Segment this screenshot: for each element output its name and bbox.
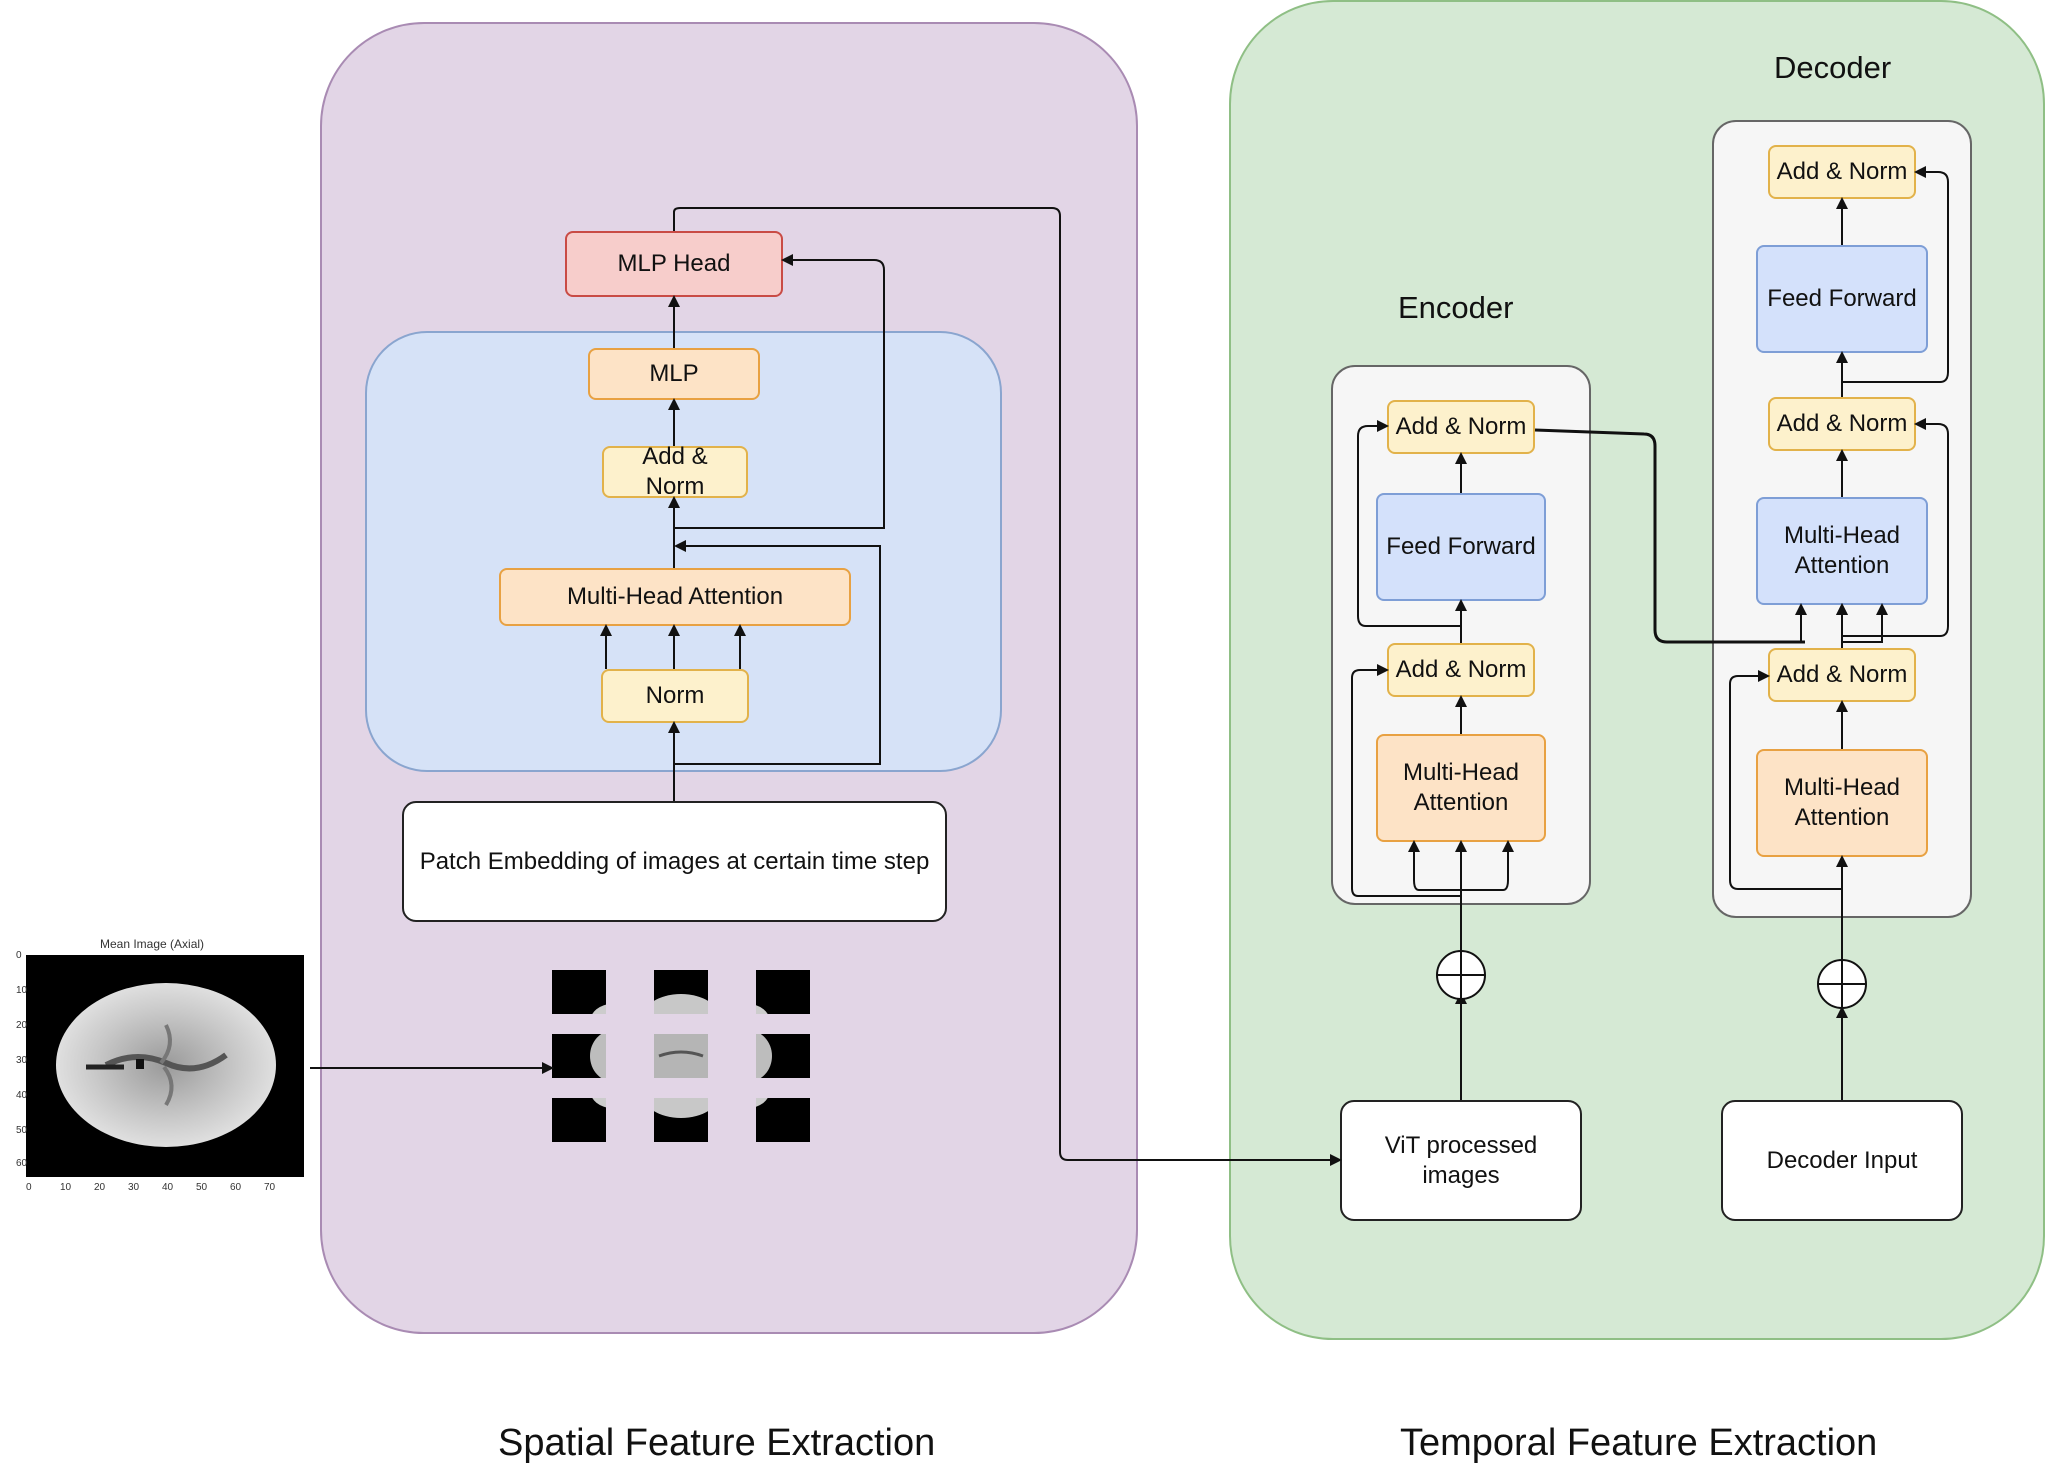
mri-mean-image bbox=[26, 955, 304, 1177]
vit-processed-images-box[interactable]: ViT processed images bbox=[1340, 1100, 1582, 1221]
image-patch bbox=[756, 1098, 810, 1142]
encoder-to-decoder-path bbox=[1534, 428, 1805, 644]
y-tick: 50 bbox=[16, 1125, 28, 1136]
norm-box[interactable]: Norm bbox=[601, 669, 749, 723]
x-tick: 10 bbox=[60, 1182, 72, 1193]
mri-y-axis: 0 10 20 30 40 50 60 bbox=[16, 950, 28, 1172]
image-patch bbox=[552, 970, 606, 1014]
x-tick: 20 bbox=[94, 1182, 106, 1193]
y-tick: 0 bbox=[16, 950, 22, 961]
mlp-box[interactable]: MLP bbox=[588, 348, 760, 400]
image-patch bbox=[654, 970, 708, 1014]
patch-embedding-box[interactable]: Patch Embedding of images at certain tim… bbox=[402, 801, 947, 922]
brain-scan-image bbox=[56, 983, 276, 1147]
add-norm-box[interactable]: Add & Norm bbox=[602, 443, 748, 500]
image-patch bbox=[552, 1098, 606, 1142]
mlp-head-box[interactable]: MLP Head bbox=[565, 231, 783, 297]
y-tick: 30 bbox=[16, 1055, 28, 1066]
encoder-plus-sign bbox=[1437, 951, 1485, 999]
encoder-title: Encoder bbox=[1398, 290, 1514, 325]
decoder-cross-attention[interactable]: Multi-Head Attention bbox=[1756, 497, 1928, 605]
encoder-feed-forward[interactable]: Feed Forward bbox=[1376, 493, 1546, 601]
image-patch bbox=[654, 1034, 708, 1078]
decoder-input-box[interactable]: Decoder Input bbox=[1721, 1100, 1963, 1221]
image-patch bbox=[654, 1098, 708, 1142]
mri-title: Mean Image (Axial) bbox=[100, 937, 205, 951]
dec-residual-1 bbox=[1729, 670, 1842, 890]
x-tick: 70 bbox=[264, 1182, 276, 1193]
head-to-temporal-arrow bbox=[673, 207, 1342, 1166]
encoder-multi-head-attention[interactable]: Multi-Head Attention bbox=[1376, 734, 1546, 842]
dec-residual-2 bbox=[1842, 418, 1949, 637]
x-tick: 40 bbox=[162, 1182, 174, 1193]
patch-grid bbox=[552, 970, 810, 1142]
decoder-plus-sign bbox=[1818, 960, 1866, 1008]
image-patch bbox=[756, 1034, 810, 1078]
x-tick: 60 bbox=[230, 1182, 242, 1193]
image-patch bbox=[756, 970, 810, 1014]
x-tick: 50 bbox=[196, 1182, 208, 1193]
enc-residual-1 bbox=[1351, 664, 1461, 897]
decoder-multi-head-attention[interactable]: Multi-Head Attention bbox=[1756, 749, 1928, 857]
enc-residual-2 bbox=[1357, 420, 1461, 627]
enc-attn-in-left bbox=[1408, 840, 1461, 891]
decoder-title: Decoder bbox=[1774, 50, 1892, 85]
y-tick: 20 bbox=[16, 1020, 28, 1031]
y-tick: 40 bbox=[16, 1090, 28, 1101]
image-patch bbox=[552, 1034, 606, 1078]
residual-skip-1 bbox=[674, 540, 881, 765]
dec-residual-3 bbox=[1842, 166, 1949, 383]
x-tick: 0 bbox=[26, 1182, 32, 1193]
mri-x-axis: 0 10 20 30 40 50 60 70 bbox=[26, 1182, 304, 1196]
y-tick: 60 bbox=[16, 1158, 28, 1169]
decoder-add-norm-top[interactable]: Add & Norm bbox=[1768, 145, 1916, 199]
enc-attn-in-right bbox=[1461, 840, 1514, 891]
x-tick: 30 bbox=[128, 1182, 140, 1193]
dec-to-cross-attn-3 bbox=[1842, 603, 1888, 643]
temporal-caption: Temporal Feature Extraction bbox=[1400, 1422, 1878, 1464]
residual-skip-2 bbox=[674, 254, 885, 529]
spatial-caption: Spatial Feature Extraction bbox=[498, 1422, 936, 1464]
y-tick: 10 bbox=[16, 985, 28, 996]
